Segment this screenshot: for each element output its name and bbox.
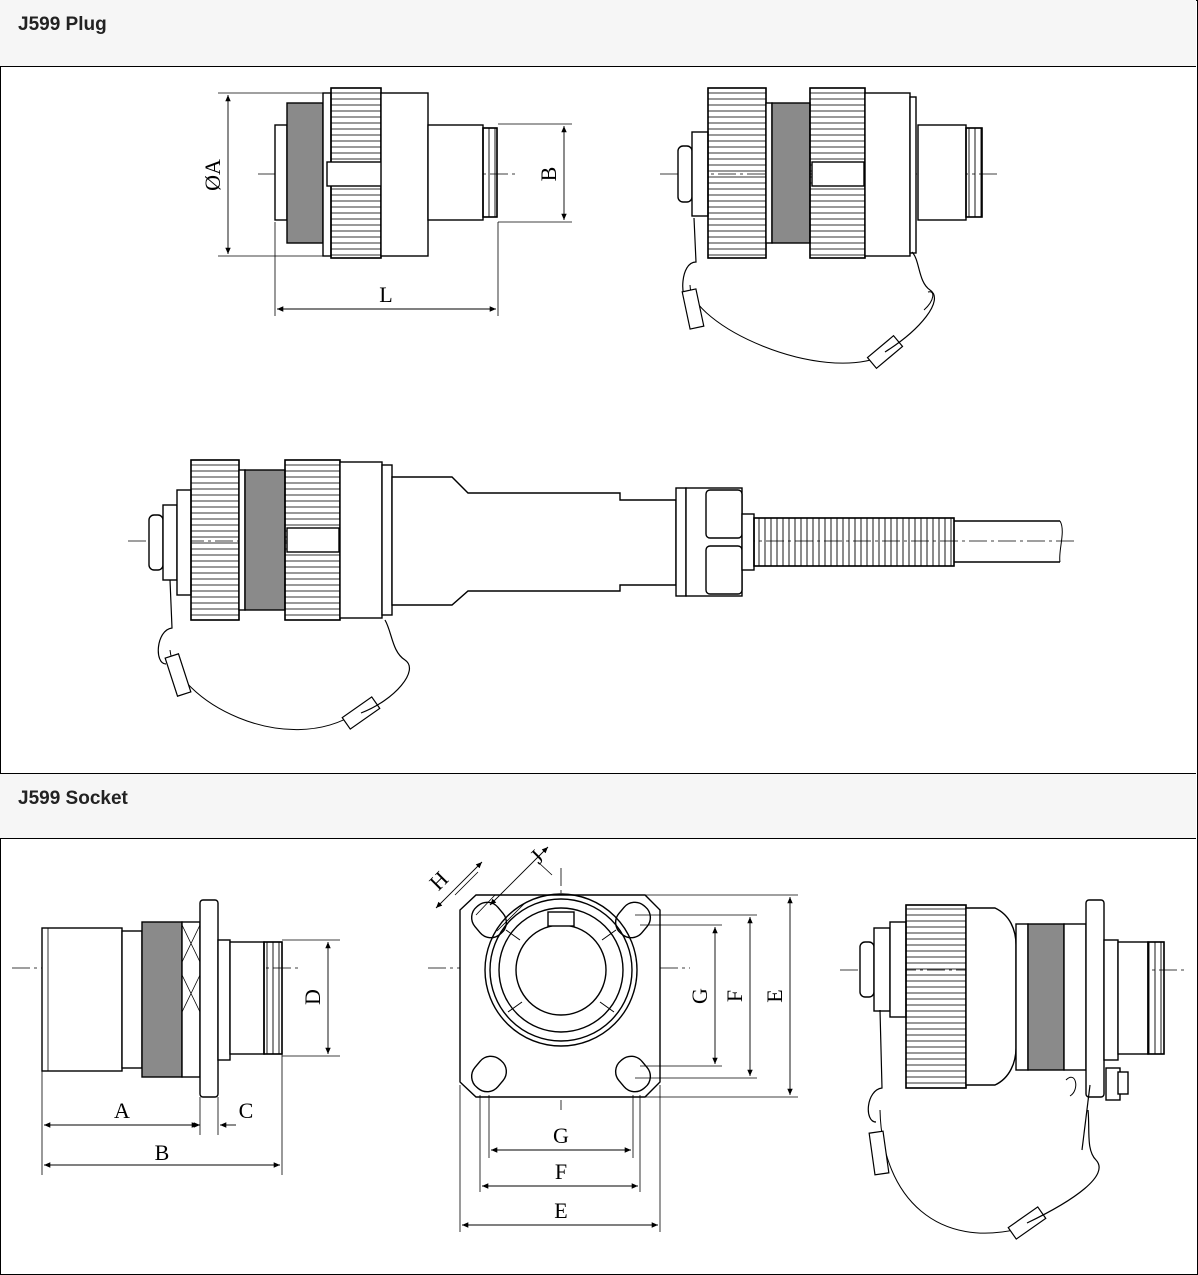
plug-side-view [218,87,572,316]
dim-front-j: J [525,845,549,869]
dim-plug-diameter-a: ØA [200,159,225,191]
socket-side-view [12,899,340,1175]
dim-socket-d: D [300,989,325,1005]
dim-front-g-horizontal: G [553,1123,569,1148]
dim-socket-a: A [114,1098,130,1123]
dim-front-f-vertical: F [722,990,747,1002]
dim-front-h: H [424,866,453,895]
dim-front-f-horizontal: F [555,1159,567,1184]
plug-header: J599 Plug [0,0,1196,67]
dim-front-g-vertical: G [687,988,712,1004]
dim-socket-b: B [155,1140,170,1165]
socket-mated-view [840,899,1185,1240]
socket-front-view [428,846,798,1232]
dim-front-e-vertical: E [762,989,787,1002]
plug-with-cable-view [128,459,1075,730]
dim-socket-c: C [239,1098,254,1123]
plug-with-cap-view [660,87,1000,370]
socket-title: J599 Socket [18,788,128,809]
dim-plug-l: L [379,282,392,307]
socket-header: J599 Socket [0,773,1196,839]
dim-front-e-horizontal: E [554,1198,567,1223]
dim-plug-b: B [536,167,561,182]
plug-title: J599 Plug [18,14,107,35]
